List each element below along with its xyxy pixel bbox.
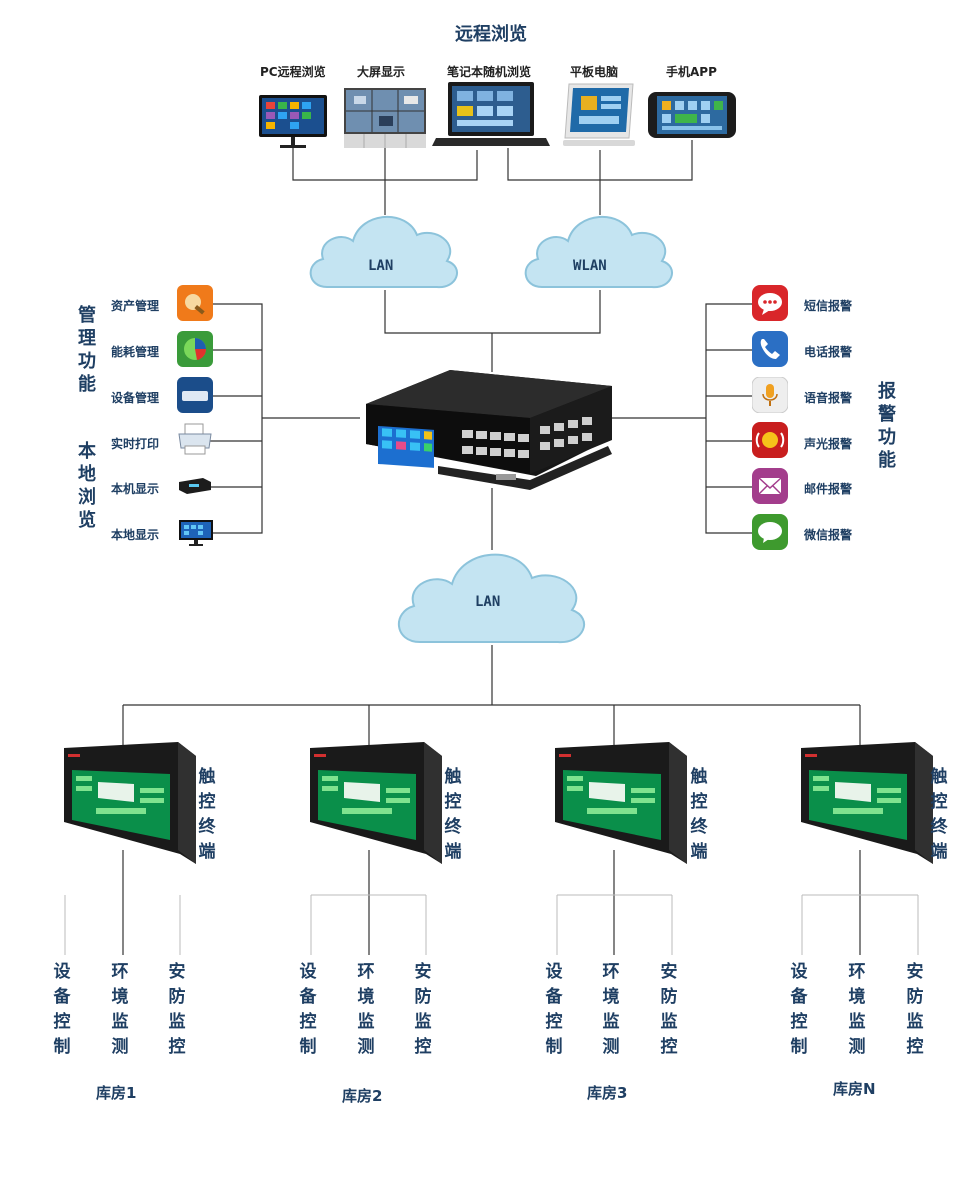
room-name-n: 库房N <box>833 1080 876 1098</box>
room2-env-monitor: 环境监测 <box>357 962 375 1057</box>
roomn-device-control: 设备控制 <box>790 962 808 1057</box>
asset-mgmt-label: 资产管理 <box>111 299 160 313</box>
wechat-icon <box>752 514 788 550</box>
roomn-env-monitor: 环境监测 <box>848 962 866 1057</box>
display-box-icon <box>179 478 211 494</box>
diagram-title: 远程浏览 <box>455 24 527 45</box>
lan-cloud-bottom <box>397 553 585 644</box>
room1-device-control: 设备控制 <box>53 962 71 1057</box>
print-label: 实时打印 <box>111 437 160 451</box>
local-view-heading: 本地浏览 <box>78 441 96 531</box>
room2-device-control: 设备控制 <box>299 962 317 1057</box>
mail-icon <box>752 468 788 504</box>
energy-mgmt-label: 能耗管理 <box>111 345 160 359</box>
microphone-icon <box>752 377 788 413</box>
room3-security: 安防监控 <box>660 962 678 1057</box>
device-label-tablet: 平板电脑 <box>570 65 619 79</box>
wlan-cloud <box>524 215 674 289</box>
laptop-icon <box>432 82 550 146</box>
smartphone-icon <box>648 92 736 138</box>
terminal-label-1: 触控终端 <box>198 767 216 862</box>
room-name-3: 库房3 <box>587 1084 628 1102</box>
mail-alarm-label: 邮件报警 <box>804 482 853 496</box>
touch-terminal-3 <box>555 742 687 864</box>
roomn-security: 安防监控 <box>906 962 924 1057</box>
room1-env-monitor: 环境监测 <box>111 962 129 1057</box>
touch-terminal-1 <box>64 742 196 864</box>
monitor-icon <box>259 95 327 148</box>
tablet-icon <box>563 83 635 146</box>
lan-top-label: LAN <box>368 258 394 274</box>
room-name-2: 库房2 <box>342 1087 383 1105</box>
touch-terminal-n <box>801 742 933 864</box>
terminal-label-n: 触控终端 <box>930 767 948 862</box>
alarm-heading: 报警功能 <box>878 381 896 471</box>
wlan-label: WLAN <box>573 258 607 274</box>
sms-icon <box>752 285 788 321</box>
room2-security: 安防监控 <box>414 962 432 1057</box>
local-monitor-label: 本地显示 <box>111 528 160 542</box>
room3-env-monitor: 环境监测 <box>602 962 620 1057</box>
video-wall-icon <box>344 88 426 148</box>
device-label-pc: PC远程浏览 <box>260 65 326 79</box>
device-label-laptop: 笔记本随机浏览 <box>447 65 532 79</box>
room3-device-control: 设备控制 <box>545 962 563 1057</box>
room-name-1: 库房1 <box>96 1084 137 1102</box>
terminal-label-3: 触控终端 <box>690 767 708 862</box>
phone-alarm-label: 电话报警 <box>804 345 853 359</box>
device-mgmt-label: 设备管理 <box>111 391 160 405</box>
monitor-icon <box>179 520 213 546</box>
room1-security: 安防监控 <box>168 962 186 1057</box>
asset-icon <box>177 285 213 321</box>
lan-cloud-top <box>309 215 459 289</box>
central-server <box>366 370 612 490</box>
printer-icon <box>178 423 212 455</box>
wechat-alarm-label: 微信报警 <box>804 528 853 542</box>
management-heading: 管理功能 <box>78 305 96 395</box>
light-alarm-label: 声光报警 <box>804 437 853 451</box>
terminal-label-2: 触控终端 <box>444 767 462 862</box>
device-label-phone: 手机APP <box>666 65 717 79</box>
sms-alarm-label: 短信报警 <box>804 299 853 313</box>
siren-icon <box>752 422 788 458</box>
phone-icon <box>752 331 788 367</box>
device-label-video-wall: 大屏显示 <box>357 65 406 79</box>
voice-alarm-label: 语音报警 <box>804 391 853 405</box>
device-icon <box>177 377 213 413</box>
touch-terminal-2 <box>310 742 442 864</box>
energy-pie-icon <box>177 331 213 367</box>
lan-bottom-label: LAN <box>475 594 501 610</box>
local-display-label: 本机显示 <box>111 482 160 496</box>
